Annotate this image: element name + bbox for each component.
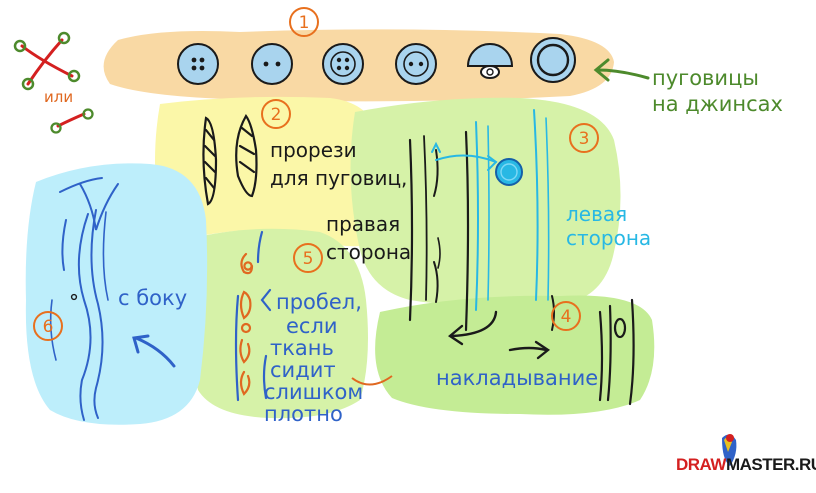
marker-circle-4 — [551, 301, 581, 331]
label-buttonholes-2: для пуговиц, — [270, 166, 408, 190]
label-right-side-2: сторона — [326, 240, 412, 264]
marker-5: 5 — [303, 249, 314, 269]
gap-shapes — [239, 252, 254, 396]
section-markers — [33, 7, 599, 341]
buttonhole-slits — [202, 114, 258, 206]
label-or: или — [44, 88, 74, 106]
gap-blue-strokes — [234, 230, 272, 402]
button-4-holes — [177, 43, 219, 85]
logo-part-master: MASTER.RU — [725, 455, 816, 474]
label-gap-2: если — [286, 314, 338, 338]
label-buttonholes-1: прорези — [270, 138, 357, 162]
overlap-detail — [598, 298, 635, 406]
label-gap-1: пробел, — [276, 290, 362, 314]
label-left-side-1: левая — [566, 202, 628, 226]
button-variants — [177, 37, 576, 85]
button-2-holes — [251, 43, 293, 85]
logo-part-draw: DRAW — [676, 455, 726, 474]
label-gap-5: слишком — [264, 380, 364, 404]
jeans-fly — [408, 109, 555, 332]
marker-circle-5 — [293, 243, 323, 273]
orange-pointer — [351, 375, 393, 386]
label-overlap: накладывание — [436, 366, 599, 390]
green-blob-right — [350, 97, 621, 307]
parrot-logo-icon — [722, 434, 737, 466]
label-left-side-2: сторона — [566, 226, 652, 250]
marker-circle-2 — [261, 99, 291, 129]
label-gap-3: ткань — [270, 336, 334, 360]
button-shank — [466, 43, 514, 67]
marker-circle-3 — [569, 123, 599, 153]
marker-2: 2 — [271, 105, 282, 125]
marker-1: 1 — [299, 13, 310, 33]
label-right-side-1: правая — [326, 212, 401, 236]
slit-straight — [202, 116, 218, 206]
marker-6: 6 — [43, 317, 54, 337]
marker-3: 3 — [579, 129, 590, 149]
cyan-blob — [25, 163, 208, 425]
jeans-button-icon — [495, 158, 523, 186]
label-gap-4: сидит — [270, 358, 336, 382]
button-rimmed-4-holes — [322, 43, 364, 85]
label-gap-6: плотно — [264, 402, 343, 426]
green-blob-bottom — [375, 295, 655, 415]
label-jeans-buttons-1: пуговицы — [652, 66, 759, 90]
overlap-arrows — [447, 310, 551, 360]
marker-circle-6 — [33, 311, 63, 341]
slit-keyhole — [235, 114, 258, 198]
arrow-left-icon — [593, 58, 650, 82]
button-rimmed-2-holes — [395, 43, 437, 85]
site-logo: DRAWMASTER.RU — [676, 455, 816, 475]
yellow-blob — [155, 96, 380, 247]
marker-4: 4 — [561, 307, 572, 327]
label-jeans-buttons-2: на джинсах — [652, 92, 783, 116]
or-ornament-icon — [13, 31, 94, 134]
side-view-drawing — [49, 177, 176, 421]
label-side-view: с боку — [118, 286, 188, 310]
marker-circle-1 — [289, 7, 319, 37]
